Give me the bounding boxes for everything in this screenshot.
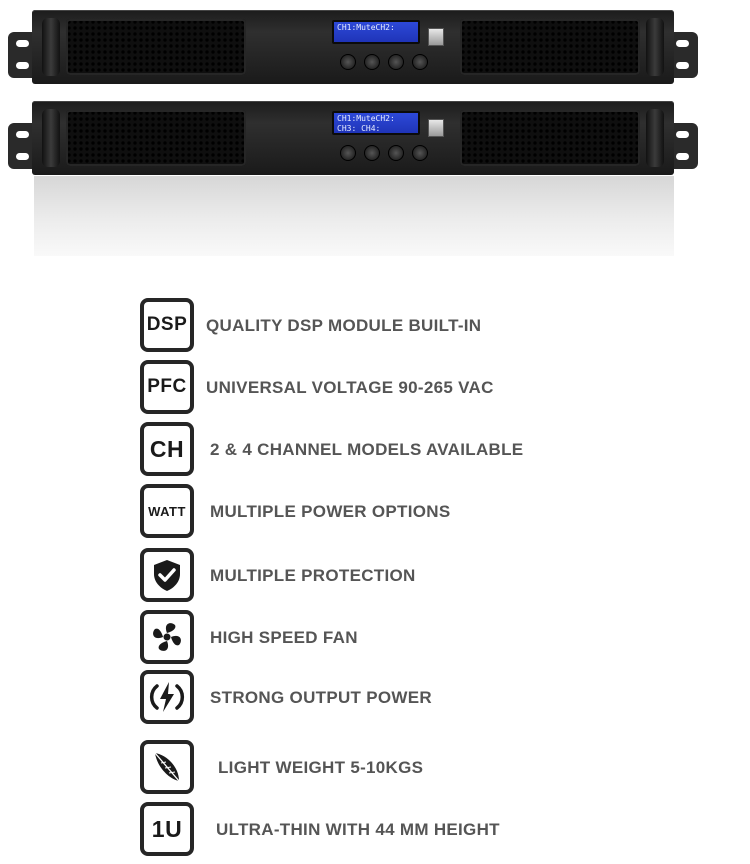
vent-grille-left: [66, 19, 246, 75]
front-panel: CH1:MuteCH2: CH3: CH4:: [256, 101, 450, 175]
feature-text: LIGHT WEIGHT 5-10KGS: [218, 758, 424, 777]
front-panel: CH1:MuteCH2:: [256, 10, 450, 84]
knob: [364, 145, 380, 161]
amplifier-unit-bottom: CH1:MuteCH2: CH3: CH4:: [8, 101, 698, 175]
lcd-display: CH1:MuteCH2: CH3: CH4:: [332, 111, 420, 135]
lcd-display: CH1:MuteCH2:: [332, 20, 420, 44]
feature-text: QUALITY DSP MODULE BUILT-IN: [206, 316, 482, 335]
vent-grille-left: [66, 110, 246, 166]
rack-unit-icon: 1U: [140, 802, 194, 856]
feature-item: PFC UNIVERSAL VOLTAGE 90-265 VAC: [0, 356, 750, 418]
feature-item: WATT MULTIPLE POWER OPTIONS: [0, 480, 750, 542]
usb-port-icon: [428, 28, 444, 46]
feature-item: MULTIPLE PROTECTION: [0, 544, 750, 606]
feature-text: ULTRA-THIN WITH 44 MM HEIGHT: [216, 820, 500, 839]
feature-item: LIGHT WEIGHT 5-10KGS: [0, 736, 750, 798]
amplifier-unit-top: CH1:MuteCH2:: [8, 10, 698, 84]
handle-right: [646, 18, 664, 76]
knob: [388, 145, 404, 161]
knob: [340, 145, 356, 161]
feature-text: 2 & 4 CHANNEL MODELS AVAILABLE: [210, 440, 524, 459]
handle-left: [42, 109, 60, 167]
knob: [340, 54, 356, 70]
product-image: CH1:MuteCH2: CH1:MuteCH2: CH3:: [0, 0, 750, 265]
feature-item: STRONG OUTPUT POWER: [0, 666, 750, 728]
feature-text: STRONG OUTPUT POWER: [210, 688, 432, 707]
feature-item: 1U ULTRA-THIN WITH 44 MM HEIGHT: [0, 798, 750, 860]
handle-left: [42, 18, 60, 76]
knob: [388, 54, 404, 70]
feature-item: CH 2 & 4 CHANNEL MODELS AVAILABLE: [0, 418, 750, 480]
watt-icon: WATT: [140, 484, 194, 538]
feature-item: DSP QUALITY DSP MODULE BUILT-IN: [0, 294, 750, 356]
feature-text: MULTIPLE POWER OPTIONS: [210, 502, 451, 521]
knob: [412, 145, 428, 161]
handle-right: [646, 109, 664, 167]
fan-icon: [140, 610, 194, 664]
knob: [412, 54, 428, 70]
feature-text: HIGH SPEED FAN: [210, 628, 358, 647]
usb-port-icon: [428, 119, 444, 137]
feature-text: UNIVERSAL VOLTAGE 90-265 VAC: [206, 378, 494, 397]
product-reflection: [34, 176, 674, 256]
feather-icon: [140, 740, 194, 794]
shield-check-icon: [140, 548, 194, 602]
feature-item: HIGH SPEED FAN: [0, 606, 750, 668]
dsp-icon: DSP: [140, 298, 194, 352]
knob: [364, 54, 380, 70]
vent-grille-right: [460, 110, 640, 166]
vent-grille-right: [460, 19, 640, 75]
channel-icon: CH: [140, 422, 194, 476]
feature-text: MULTIPLE PROTECTION: [210, 566, 416, 585]
pfc-icon: PFC: [140, 360, 194, 414]
lightning-icon: [140, 670, 194, 724]
